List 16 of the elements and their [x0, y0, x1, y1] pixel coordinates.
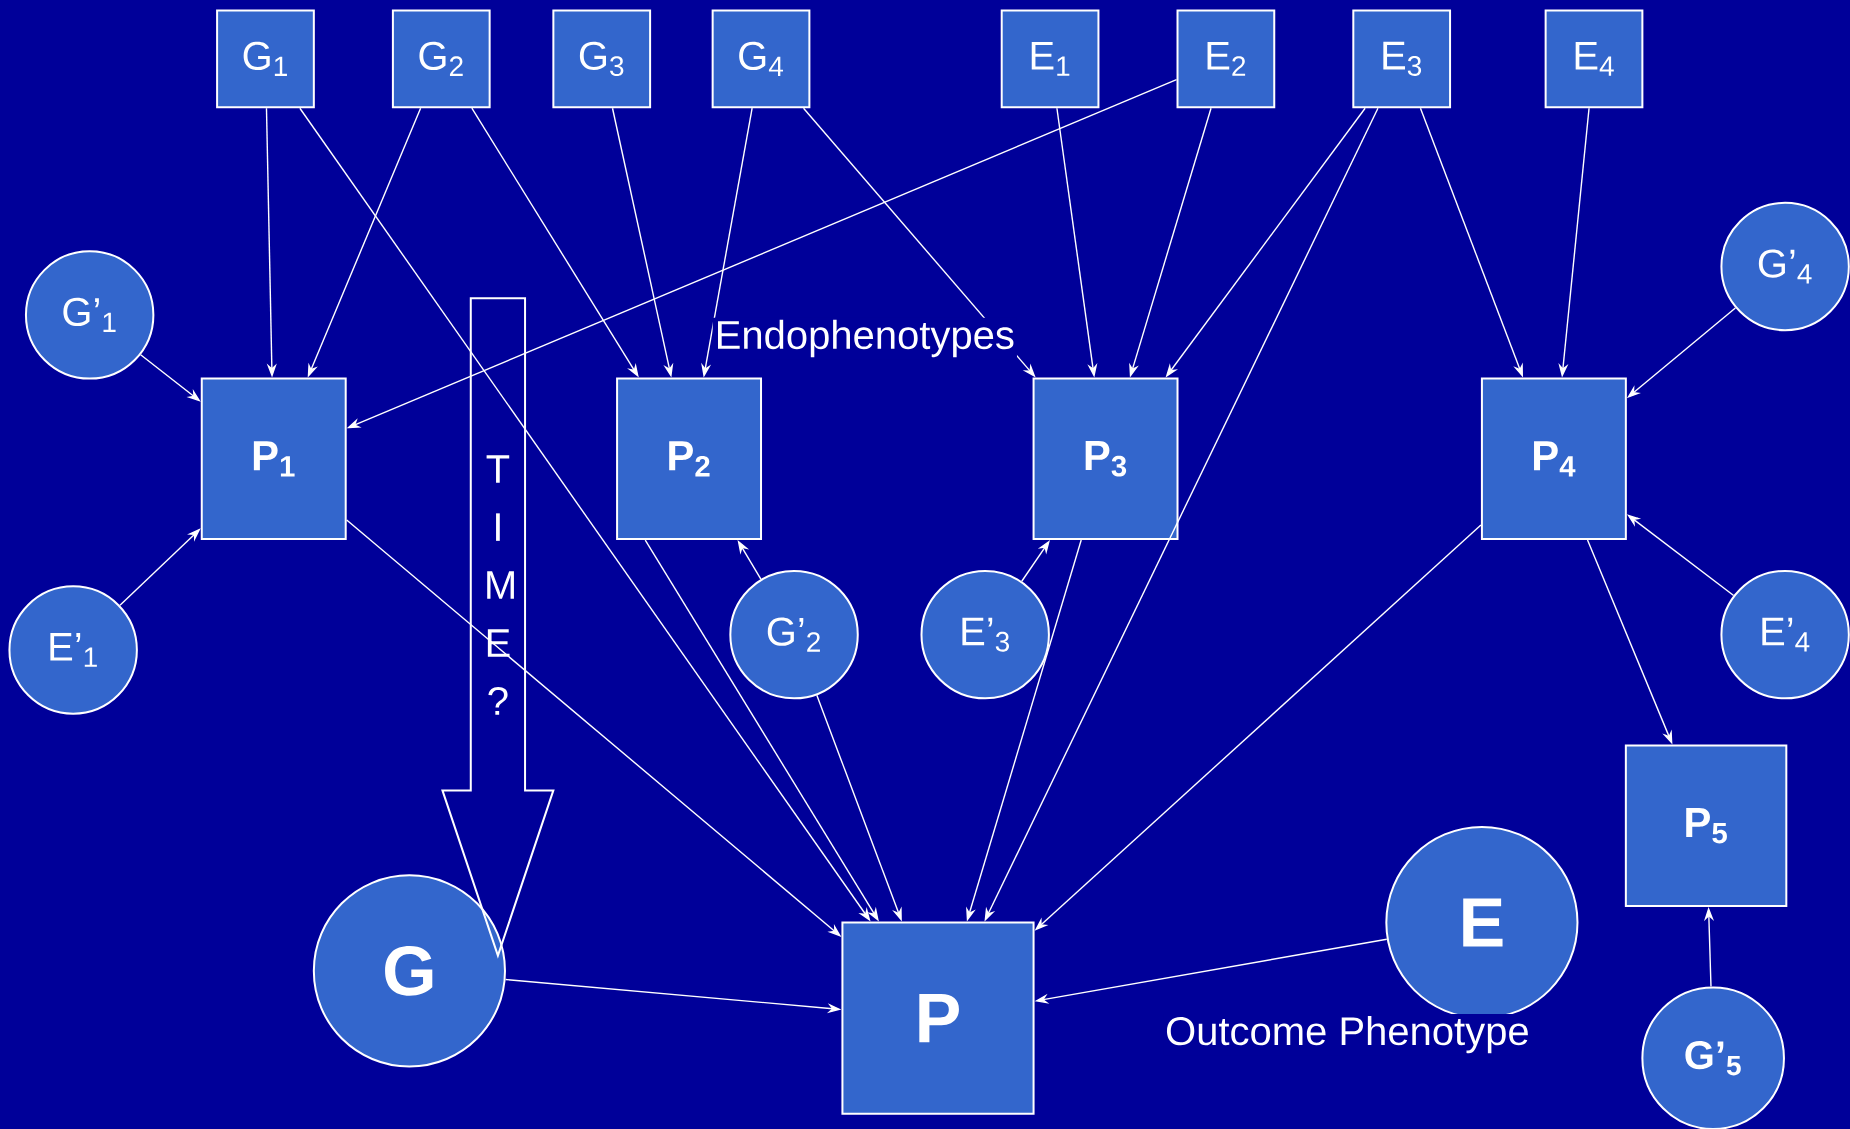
square-box: P$_{2}$: [616, 377, 763, 541]
square-box: P$_{1}$: [200, 377, 347, 541]
square-box: P$_{3}$: [1032, 377, 1179, 541]
square-box: E$_{2}$: [1176, 9, 1276, 109]
square-box: G$_{1}$: [216, 9, 315, 109]
square-box: G$_{2}$: [391, 9, 491, 109]
square-box: P: [841, 921, 1035, 1115]
square-box: P$_{4}$: [1480, 377, 1627, 541]
square-box: G$_{4}$: [711, 9, 811, 109]
square-box: E$_{1}$: [1000, 9, 1100, 109]
square-box: G$_{3}$: [552, 9, 652, 109]
square-box: E$_{3}$: [1352, 9, 1452, 109]
caption-text: Outcome Phenotype: [1163, 1014, 1532, 1056]
caption-text: Endophenotypes: [712, 317, 1017, 360]
square-box: E$_{4}$: [1544, 9, 1644, 109]
square-box: P$_{5}$: [1624, 744, 1788, 907]
